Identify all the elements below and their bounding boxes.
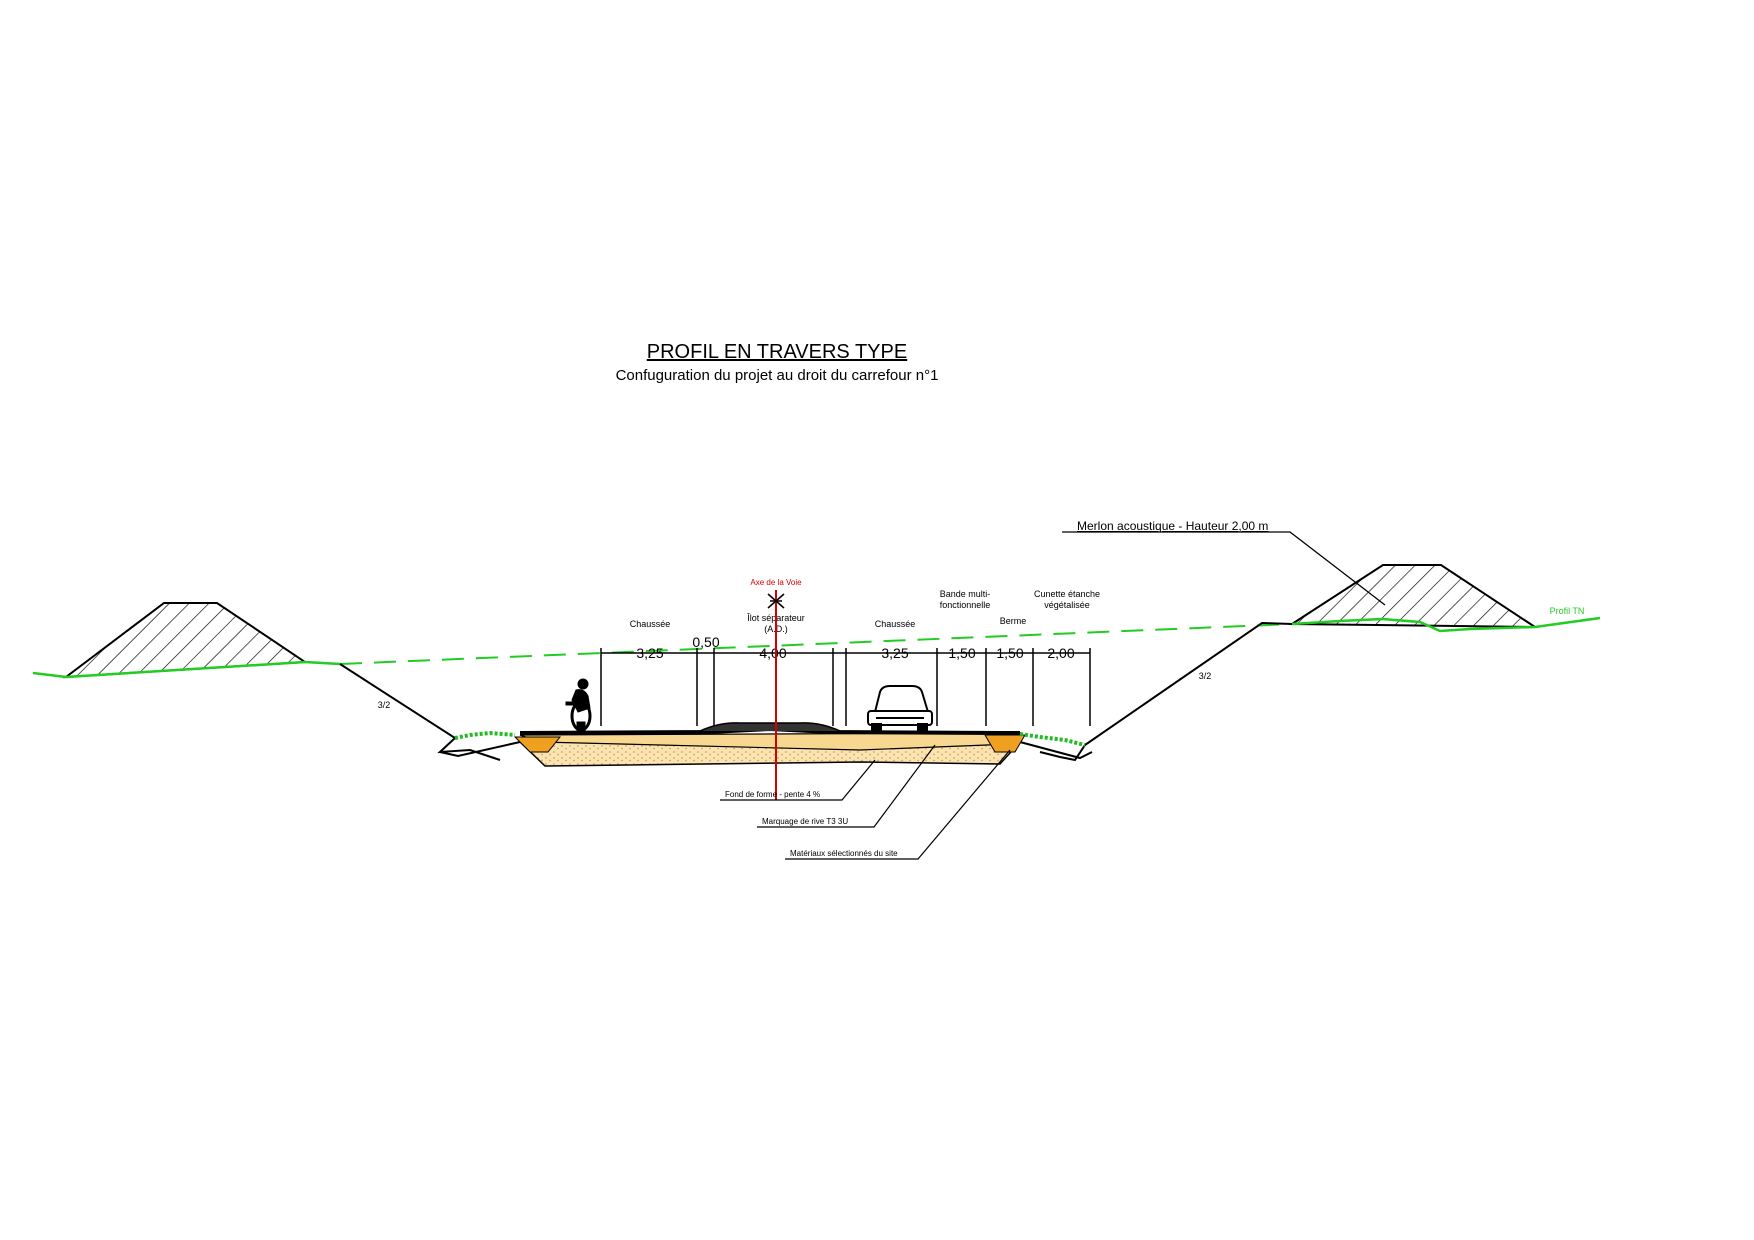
left-slope: [339, 663, 501, 761]
dim-chaussee-left: 3,25: [636, 645, 663, 661]
right-merlon: [1288, 564, 1539, 629]
right-shoulder-fill: [984, 734, 1026, 753]
right-grass: [1019, 732, 1086, 747]
axis-label: Axe de la Voie: [750, 578, 802, 587]
dim-ilot: 4,00: [759, 645, 786, 661]
median-island-mound: [699, 722, 841, 732]
label-chaussee-right: Chaussée: [875, 619, 916, 629]
materiaux-label: Matériaux sélectionnés du site: [790, 849, 898, 858]
left-slope-bottom: [439, 741, 521, 758]
dim-berme: 1,50: [996, 645, 1023, 661]
left-merlon: [62, 602, 309, 679]
dim-gap: 0,50: [692, 634, 719, 650]
drawing-title: PROFIL EN TRAVERS TYPE: [647, 341, 907, 363]
dim-cunette: 2,00: [1047, 645, 1074, 661]
slope-right-label: 3/2: [1199, 671, 1212, 681]
label-bande-line2: fonctionnelle: [940, 600, 991, 610]
tn-ground-right: [1291, 616, 1601, 633]
label-berme: Berme: [1000, 616, 1027, 626]
marquage-label: Marquage de rive T3 3U: [762, 817, 848, 826]
left-grass: [454, 730, 516, 740]
merlon-leader: [1062, 531, 1386, 606]
fond-forme-leader: [720, 759, 876, 801]
dimension-extension-lines: [600, 648, 1091, 726]
marquage-leader: [757, 744, 936, 828]
tn-ground-left: [32, 660, 341, 679]
materiaux-leader: [785, 749, 1011, 860]
slope-left-label: 3/2: [378, 700, 391, 710]
tn-dashed-line: [339, 623, 1293, 665]
label-cunette-line2: végétalisée: [1044, 600, 1090, 610]
axis-symbol: [767, 593, 785, 609]
dim-chaussee-right: 3,25: [881, 645, 908, 661]
label-chaussee-left: Chaussée: [630, 619, 671, 629]
fond-forme-label: Fond de forme - pente 4 %: [725, 790, 820, 799]
label-bande-line1: Bande multi-: [940, 589, 991, 599]
label-cunette-line1: Cunette étanche: [1034, 589, 1100, 599]
cyclist-icon: [565, 678, 592, 733]
merlon-label: Merlon acoustique - Hauteur 2,00 m: [1077, 519, 1268, 533]
right-slope: [1039, 621, 1293, 762]
left-shoulder-fill: [513, 736, 562, 753]
drawing-subtitle: Confuguration du projet au droit du carr…: [616, 367, 939, 384]
dim-bande: 1,50: [948, 645, 975, 661]
right-slope-bottom: [1019, 741, 1093, 760]
car-icon: [867, 685, 933, 733]
profil-tn-label: Profil TN: [1550, 606, 1585, 616]
